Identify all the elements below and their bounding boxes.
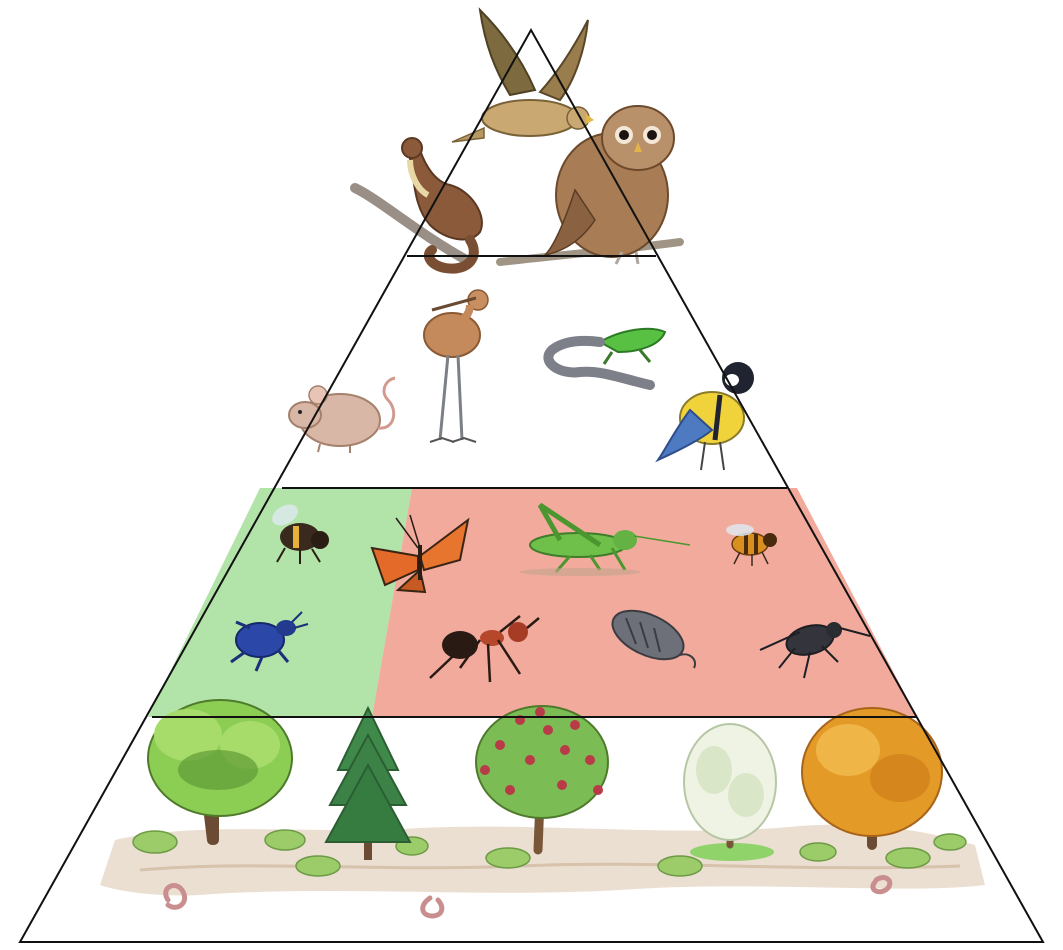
lizard-icon: [548, 329, 665, 385]
white-blossom-tree-icon: [684, 724, 776, 845]
insect-tier-red-zone: [372, 488, 917, 717]
fir-tree-icon: [326, 708, 410, 860]
orange-autumn-tree-icon: [802, 708, 942, 845]
oak-tree-icon: [148, 700, 292, 840]
curlew-icon: [424, 290, 488, 442]
secondary-consumer-tier: [289, 290, 754, 470]
top-predator-tier: [355, 10, 680, 269]
mouse-icon: [289, 378, 395, 453]
great-tit-icon: [658, 362, 754, 470]
buzzard-icon: [452, 10, 594, 142]
producer-tier: [100, 700, 985, 916]
